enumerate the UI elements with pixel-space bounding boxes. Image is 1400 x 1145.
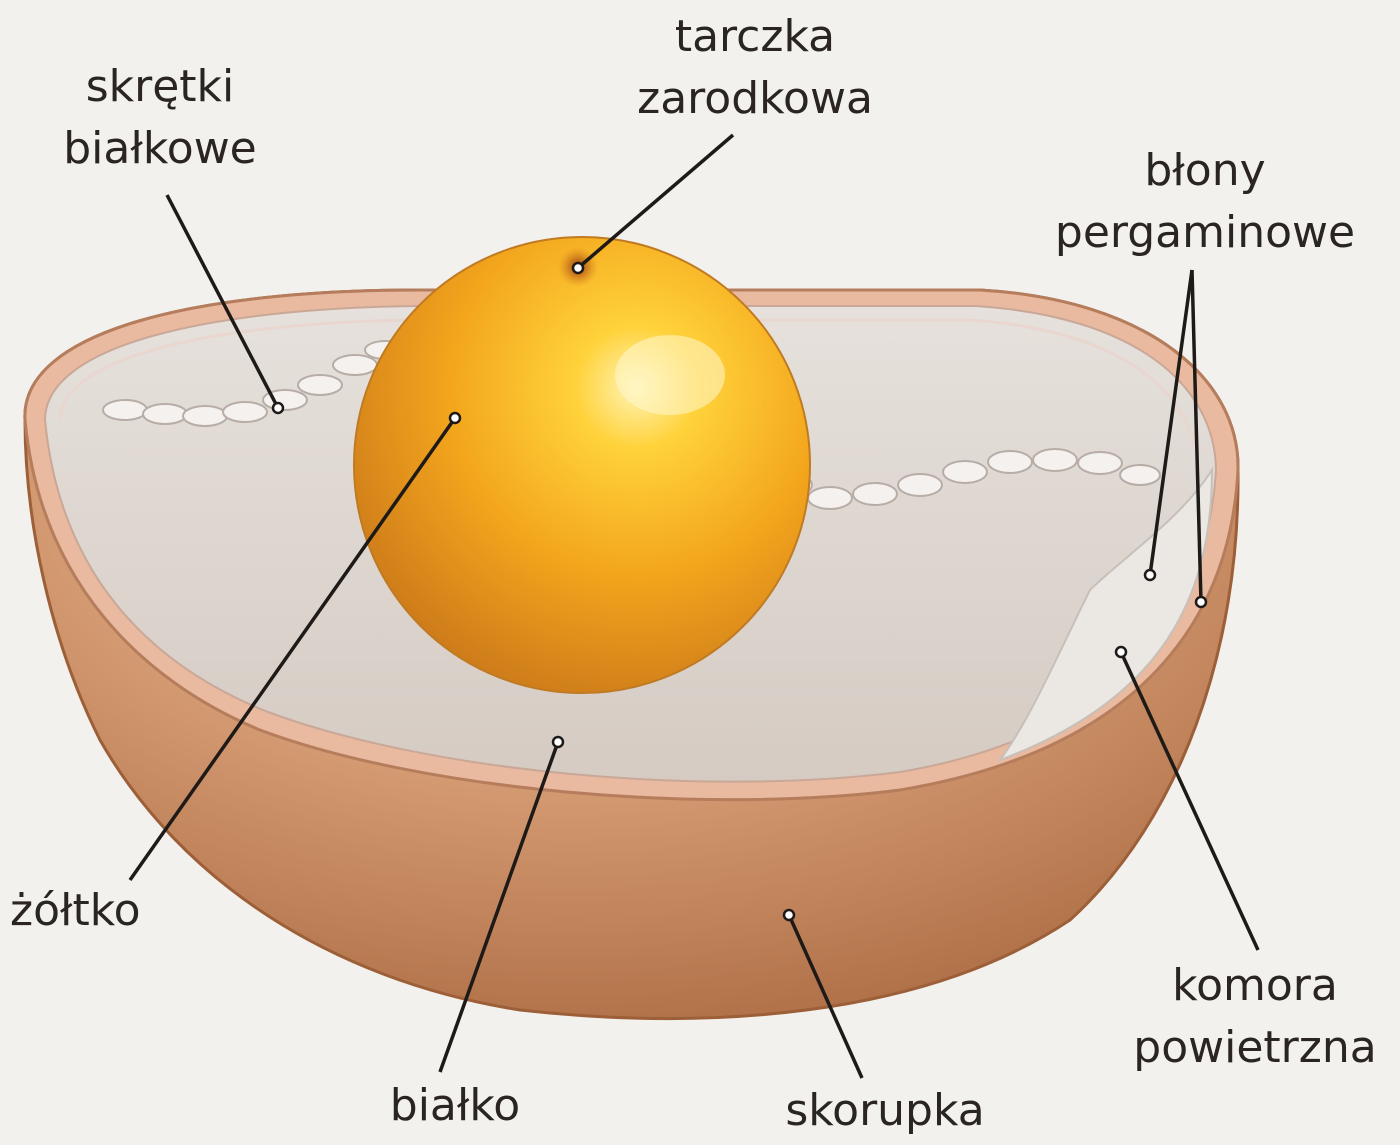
label-air-cell: komora powietrzna — [1120, 955, 1390, 1079]
label-shell-membranes: błony pergaminowe — [1020, 140, 1390, 264]
label-shell-text: skorupka — [760, 1080, 1010, 1142]
label-germinal-disc-line2: zarodkowa — [600, 68, 910, 130]
label-germinal-disc-line1: tarczka — [600, 6, 910, 68]
label-yolk: żółtko — [10, 880, 170, 942]
label-albumen-text: białko — [360, 1075, 550, 1137]
pointer-dot-skretki — [273, 403, 283, 413]
pointer-dot-komora — [1116, 647, 1126, 657]
label-air-cell-line1: komora — [1120, 955, 1390, 1017]
pointer-dot-skorupka — [784, 910, 794, 920]
pointer-dot-tarczka — [573, 263, 583, 273]
label-albumen: białko — [360, 1075, 550, 1137]
yolk-highlight — [615, 335, 725, 415]
pointer-dot-bialko — [553, 737, 563, 747]
label-air-cell-line2: powietrzna — [1120, 1017, 1390, 1079]
label-chalazae: skrętki białkowe — [40, 56, 280, 180]
pointer-dot-blony-1 — [1145, 570, 1155, 580]
label-chalazae-line1: skrętki — [40, 56, 280, 118]
label-shell: skorupka — [760, 1080, 1010, 1142]
pointer-dot-blony-2 — [1196, 597, 1206, 607]
label-shell-membranes-line1: błony — [1020, 140, 1390, 202]
label-germinal-disc: tarczka zarodkowa — [600, 6, 910, 130]
pointer-dot-zoltko — [450, 413, 460, 423]
label-yolk-text: żółtko — [10, 880, 170, 942]
label-shell-membranes-line2: pergaminowe — [1020, 202, 1390, 264]
leader-line-tarczka — [578, 135, 733, 268]
label-chalazae-line2: białkowe — [40, 118, 280, 180]
